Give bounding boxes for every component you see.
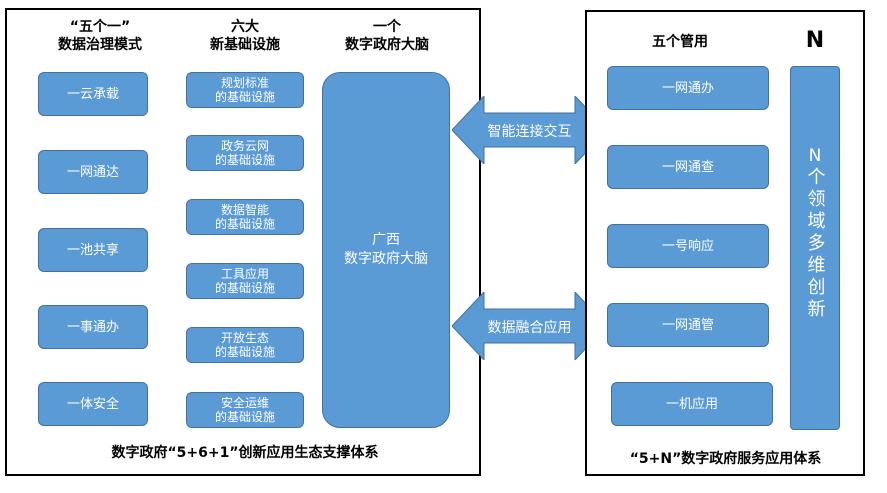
infrastructure-item: 工具应用的基础设施 <box>186 263 304 299</box>
governance-item: 一池共享 <box>38 228 148 272</box>
arrow-label-top: 智能连接交互 <box>487 124 572 140</box>
left-footer: 数字政府“5+6+1”创新应用生态支撑体系 <box>111 445 379 461</box>
col2-title: 六大 新基础设施 <box>210 19 280 53</box>
infrastructure-item: 数据智能的基础设施 <box>186 199 304 235</box>
infrastructure-item: 开放生态的基础设施 <box>186 327 304 363</box>
digital-government-brain: 广西数字政府大脑 <box>322 72 450 428</box>
service-item: 一号响应 <box>607 224 769 268</box>
infrastructure-item: 规划标准的基础设施 <box>186 72 304 108</box>
n-domains-box: N 个领域多维创新 <box>790 66 840 430</box>
double-arrow-bottom <box>452 292 607 360</box>
double-arrow-top <box>452 96 607 164</box>
governance-item: 一网通达 <box>38 150 148 194</box>
governance-item: 一体安全 <box>38 382 148 426</box>
n-title: N <box>805 28 825 53</box>
col3-title: 一个 数字政府大脑 <box>345 19 429 53</box>
arrow-label-bottom: 数据融合应用 <box>487 320 572 336</box>
infrastructure-item: 政务云网的基础设施 <box>186 135 304 171</box>
service-item: 一网通查 <box>607 145 769 189</box>
infrastructure-item: 安全运维的基础设施 <box>186 392 304 428</box>
service-item: 一网通管 <box>607 303 769 347</box>
col1-title: “五个一” 数据治理模式 <box>58 19 142 53</box>
governance-item: 一事通办 <box>38 305 148 349</box>
governance-item: 一云承载 <box>38 72 148 116</box>
five-useful-title: 五个管用 <box>652 34 708 50</box>
service-item: 一网通办 <box>607 66 769 110</box>
right-footer: “5+N”数字政府服务应用体系 <box>629 451 822 467</box>
service-item: 一机应用 <box>611 382 773 426</box>
